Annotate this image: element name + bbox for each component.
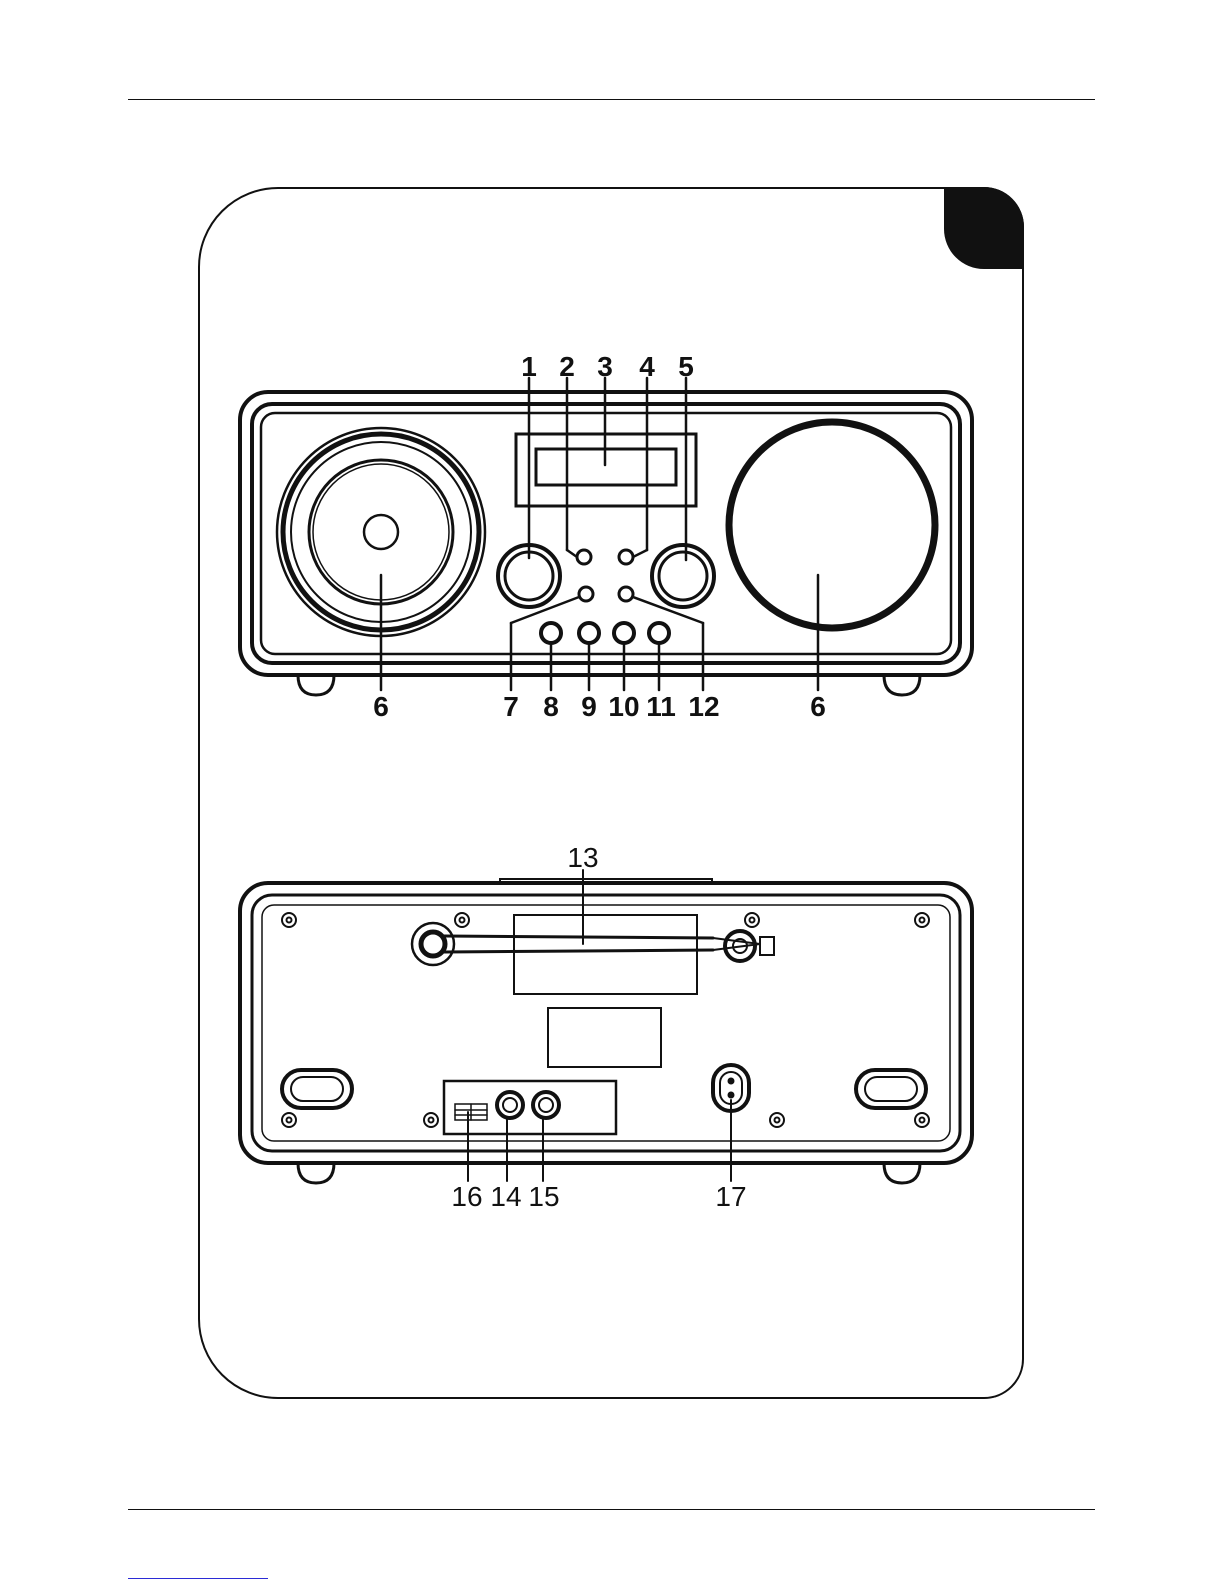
front-foot-left — [298, 675, 334, 695]
handle-slot-right-inner — [865, 1077, 917, 1101]
left-speaker-dustcap — [364, 515, 398, 549]
callout-15: 15 — [528, 1181, 559, 1212]
callout-4: 4 — [639, 351, 655, 382]
button-7 — [579, 587, 593, 601]
rear-label-top — [514, 915, 697, 994]
rear-screws — [282, 913, 929, 1127]
callout-17: 17 — [715, 1181, 746, 1212]
handle-slot-right — [856, 1070, 926, 1108]
right-knob-inner — [659, 552, 707, 600]
callout-11: 11 — [646, 691, 676, 722]
button-4 — [619, 550, 633, 564]
preset-button-11 — [649, 623, 669, 643]
right-speaker — [729, 422, 935, 628]
preset-button-8 — [541, 623, 561, 643]
rear-label-bottom — [548, 1008, 661, 1067]
button-12 — [619, 587, 633, 601]
rear-cabinet-inner — [252, 895, 960, 1151]
preset-button-9 — [579, 623, 599, 643]
callout-3: 3 — [597, 351, 613, 382]
connector-panel — [444, 1081, 616, 1134]
callout-8: 8 — [543, 691, 559, 722]
callout-6-left: 6 — [373, 691, 389, 722]
footer-link-underline[interactable] — [128, 1578, 268, 1579]
rear-cabinet-panel — [262, 905, 950, 1141]
front-view — [240, 378, 972, 695]
callout-6-right: 6 — [810, 691, 826, 722]
right-knob-outer — [652, 545, 714, 607]
handle-slot-left-inner — [291, 1077, 343, 1101]
callout-5: 5 — [678, 351, 694, 382]
rear-foot-left — [298, 1163, 334, 1183]
callout-14: 14 — [490, 1181, 521, 1212]
jack-14 — [497, 1092, 523, 1118]
callout-13: 13 — [567, 842, 598, 873]
callout-12: 12 — [688, 691, 719, 722]
front-leaders — [381, 378, 818, 690]
callout-2: 2 — [559, 351, 575, 382]
rear-callouts: 13 16 14 15 17 — [451, 842, 746, 1212]
front-callouts: 1 2 3 4 5 6 6 7 8 9 10 11 12 — [373, 351, 826, 722]
rear-foot-right — [884, 1163, 920, 1183]
callout-7: 7 — [503, 691, 519, 722]
callout-16: 16 — [451, 1181, 482, 1212]
footer-rule — [128, 1509, 1095, 1510]
usb-port — [455, 1104, 487, 1120]
callout-9: 9 — [581, 691, 597, 722]
rear-cabinet — [240, 883, 972, 1163]
callout-1: 1 — [521, 351, 537, 382]
front-foot-right — [884, 675, 920, 695]
handle-slot-left — [282, 1070, 352, 1108]
preset-button-10 — [614, 623, 634, 643]
callout-10: 10 — [608, 691, 639, 722]
button-2 — [577, 550, 591, 564]
rear-view — [240, 870, 972, 1183]
telescopic-antenna — [412, 923, 774, 965]
jack-15 — [533, 1092, 559, 1118]
